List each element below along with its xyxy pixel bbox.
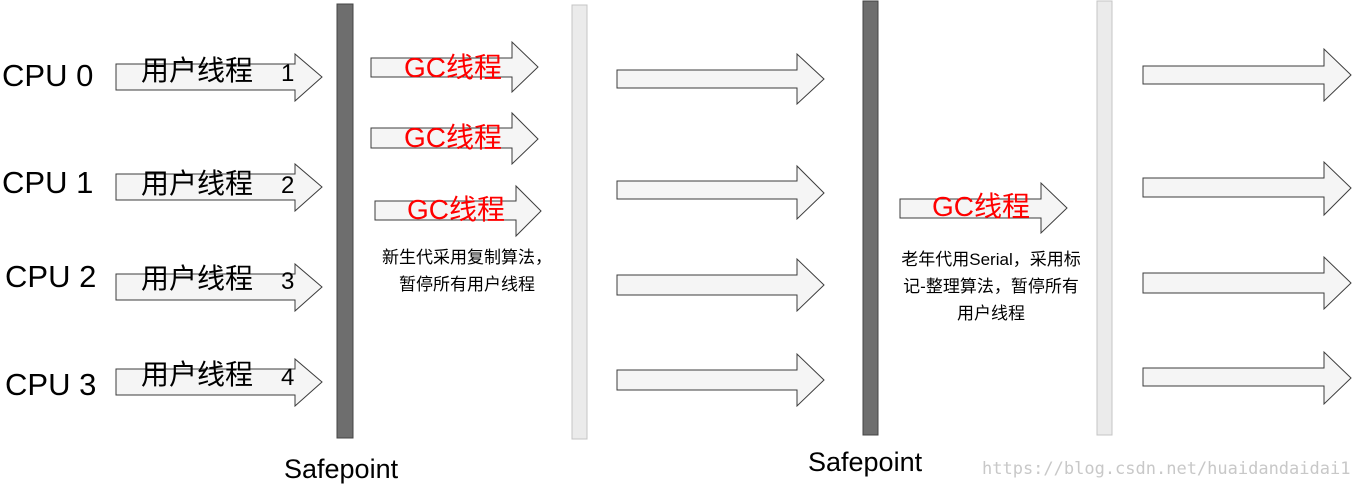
- young-gen-note: 新生代采用复制算法，暂停所有用户线程: [382, 248, 552, 294]
- user-thread-arrow-3: [115, 357, 323, 408]
- resume-arrow-a1: [616, 164, 825, 221]
- user-thread-num-2: 3: [281, 268, 295, 295]
- resume-arrow-b3: [1142, 350, 1352, 406]
- user-thread-label-1: 用户线程: [141, 168, 254, 199]
- safepoint-bar-2: [862, 0, 879, 436]
- gc-arrow-young-0: [370, 40, 539, 94]
- user-thread-num-3: 4: [281, 364, 295, 391]
- cpu-label-1: CPU 1: [2, 165, 94, 200]
- gc-arrow-young-2: [374, 184, 542, 238]
- user-thread-arrow-0: [115, 52, 323, 103]
- gc-arrow-young-1: [370, 111, 539, 166]
- safepoint-label-2: Safepoint: [808, 447, 923, 477]
- resume-arrow-b2: [1142, 255, 1352, 311]
- watermark: https://blog.csdn.net/huaidandaidai1: [982, 459, 1351, 479]
- resume-arrow-a0: [616, 52, 825, 106]
- user-thread-arrow-1: [115, 162, 323, 213]
- safepoint-label-1: Safepoint: [284, 454, 399, 484]
- resume-arrow-a3: [616, 352, 825, 408]
- cpu-label-0: CPU 0: [2, 58, 94, 93]
- user-thread-label-0: 用户线程: [141, 55, 254, 86]
- user-thread-num-1: 2: [281, 172, 295, 199]
- user-thread-label-2: 用户线程: [141, 263, 254, 294]
- resume-bar-1: [571, 4, 588, 440]
- user-thread-label-3: 用户线程: [141, 359, 254, 390]
- user-thread-num-0: 1: [281, 60, 295, 87]
- resume-arrow-b1: [1142, 160, 1352, 217]
- cpu-label-2: CPU 2: [5, 259, 97, 294]
- cpu-label-3: CPU 3: [5, 367, 97, 402]
- gc-thread-label-2: GC线程: [407, 194, 506, 225]
- gc-thread-label-old: GC线程: [932, 191, 1031, 222]
- safepoint-bar-1: [336, 3, 354, 439]
- resume-arrow-a2: [616, 257, 825, 313]
- resume-arrow-b0: [1142, 47, 1352, 103]
- old-gen-note: 老年代用Serial，采用标记-整理算法，暂停所有用户线程: [901, 250, 1081, 323]
- resume-bar-2: [1096, 0, 1113, 436]
- user-thread-arrow-2: [115, 262, 323, 313]
- gc-thread-label-0: GC线程: [404, 52, 503, 83]
- gc-arrow-old: [899, 181, 1068, 235]
- gc-thread-label-1: GC线程: [404, 122, 503, 153]
